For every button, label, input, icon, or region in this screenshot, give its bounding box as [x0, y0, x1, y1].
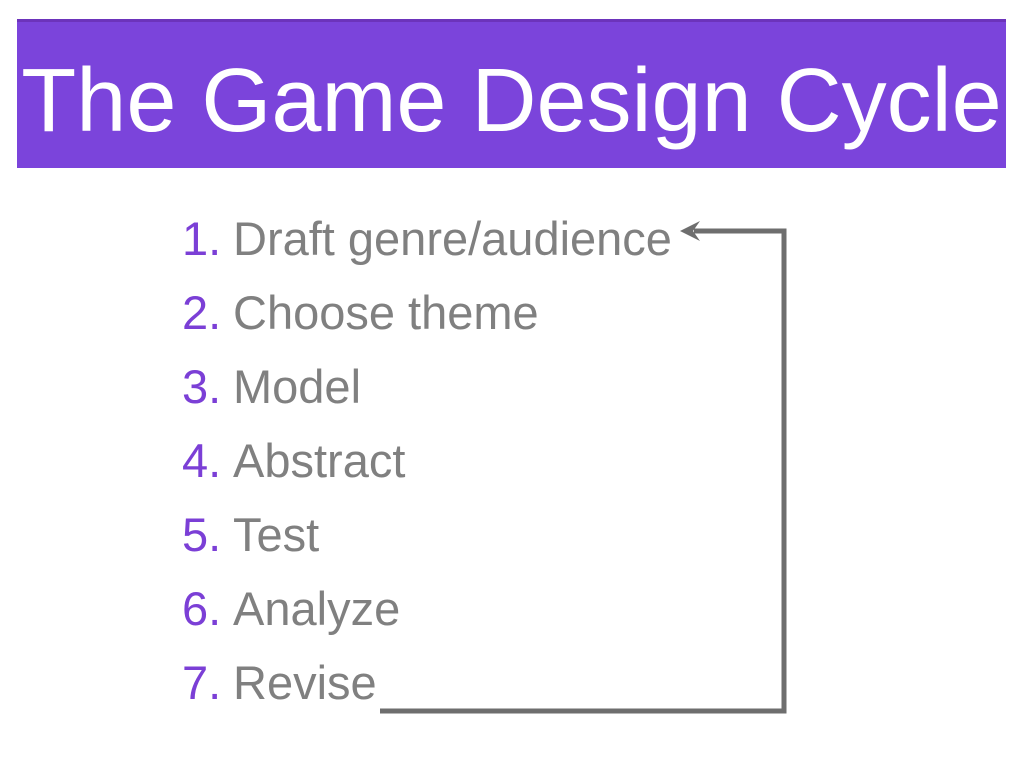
step-number: 6.	[182, 582, 222, 635]
title-bar: The Game Design Cycle	[17, 19, 1006, 168]
list-item: 6.Analyze	[182, 585, 400, 632]
list-item: 7.Revise	[182, 659, 377, 706]
step-label: Analyze	[233, 582, 401, 635]
step-number: 7.	[182, 656, 222, 709]
list-item: 1.Draft genre/audience	[182, 215, 672, 262]
step-label: Draft genre/audience	[233, 212, 672, 265]
step-label: Choose theme	[233, 286, 539, 339]
list-item: 3.Model	[182, 363, 361, 410]
list-item: 5.Test	[182, 511, 319, 558]
step-number: 4.	[182, 434, 222, 487]
page-title: The Game Design Cycle	[21, 51, 1002, 151]
list-item: 2.Choose theme	[182, 289, 539, 336]
step-label: Revise	[233, 656, 377, 709]
step-number: 3.	[182, 360, 222, 413]
step-label: Abstract	[233, 434, 406, 487]
step-number: 5.	[182, 508, 222, 561]
step-number: 1.	[182, 212, 222, 265]
step-label: Model	[233, 360, 362, 413]
step-label: Test	[233, 508, 320, 561]
list-item: 4.Abstract	[182, 437, 405, 484]
step-number: 2.	[182, 286, 222, 339]
